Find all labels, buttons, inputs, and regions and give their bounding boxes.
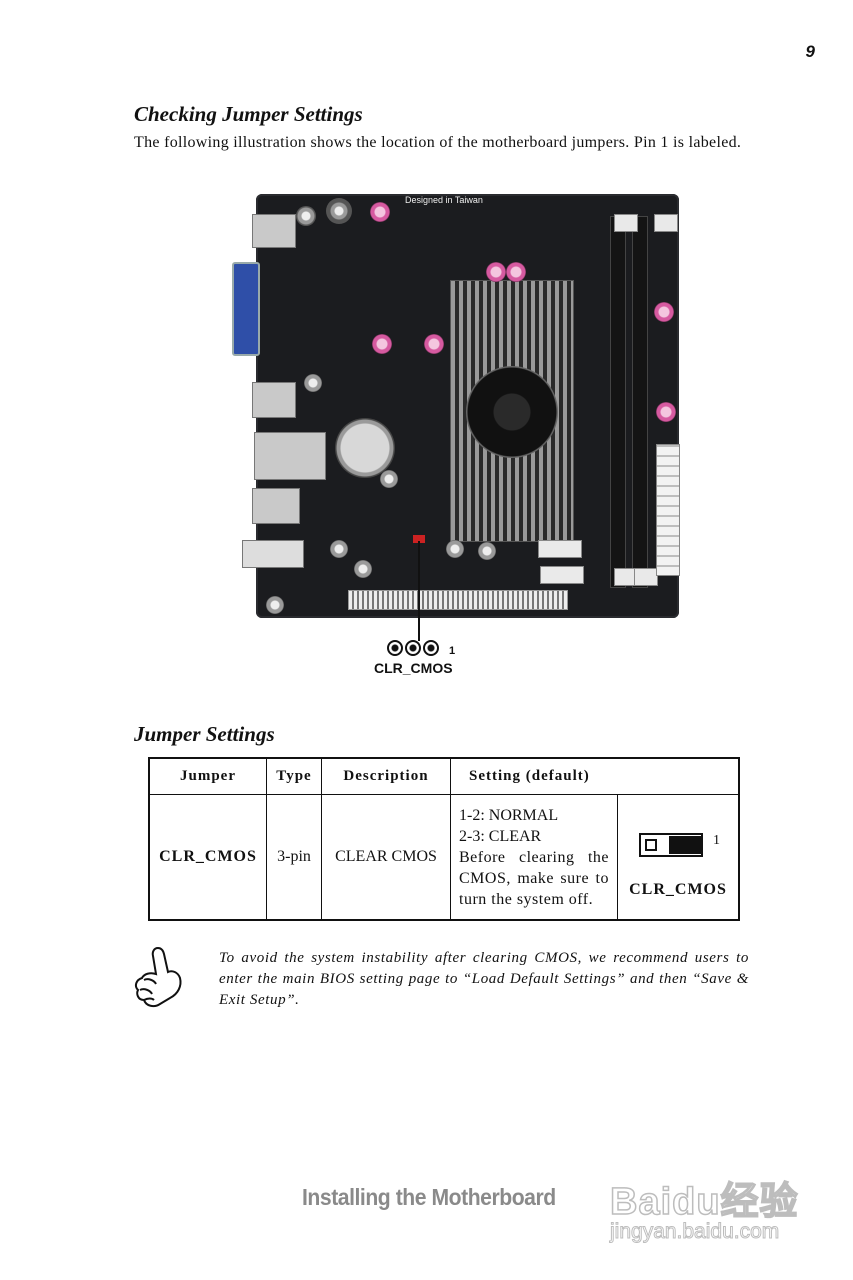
table-row: CLR_CMOS 3-pin CLEAR CMOS 1-2: NORMAL 2-… [148, 794, 740, 921]
sata-port-1 [538, 540, 582, 558]
usb-port-top [252, 214, 296, 248]
jumper-settings-table: Jumper Type Description Setting (default… [148, 757, 740, 921]
capacitor [370, 202, 390, 222]
cell-description: CLEAR CMOS [321, 794, 451, 921]
capacitor [326, 198, 352, 224]
pin-1 [423, 640, 439, 656]
capacitor [424, 334, 444, 354]
audio-jacks [242, 540, 304, 568]
pin-2 [405, 640, 421, 656]
pin-1-label: 1 [449, 645, 456, 657]
capacitor [354, 560, 372, 578]
capacitor [506, 262, 526, 282]
footer-chapter-title: Installing the Motherboard [302, 1184, 556, 1210]
setting-note: Before clearing the CMOS, make sure to t… [459, 848, 609, 908]
jumper-header-outline [639, 833, 703, 857]
section-title-jumper-settings: Jumper Settings [134, 722, 275, 746]
vga-port [232, 262, 260, 356]
pci-slot [348, 590, 568, 610]
baidu-watermark-url: jingyan.baidu.com [609, 1220, 780, 1244]
capacitor [656, 402, 676, 422]
usb-port-middle [252, 382, 296, 418]
capacitor [478, 542, 496, 560]
capacitor [654, 302, 674, 322]
capacitor [372, 334, 392, 354]
cell-diagram: 1 CLR_CMOS [617, 794, 740, 921]
capacitor [446, 540, 464, 558]
setting-normal: 1-2: NORMAL [459, 806, 559, 824]
connector-caption: CLR_CMOS [374, 660, 453, 676]
jumper-diagram-icon: 1 CLR_CMOS [619, 807, 737, 907]
capacitor [266, 596, 284, 614]
clr-cmos-jumper-marker [413, 535, 425, 543]
dimm-clip [634, 568, 658, 586]
board-silkscreen-text: Designed in Taiwan [405, 195, 483, 205]
dimm-clip [654, 214, 678, 232]
header-type: Type [266, 757, 322, 795]
capacitor [380, 470, 398, 488]
capacitor [296, 206, 316, 226]
bios-warning-note: To avoid the system instability after cl… [219, 950, 749, 1008]
capacitor [486, 262, 506, 282]
header-description: Description [321, 757, 451, 795]
dimm-clip [614, 214, 638, 232]
clr-cmos-pin-header-icon [387, 640, 439, 656]
diagram-pin-1-label: 1 [713, 833, 720, 848]
cell-jumper: CLR_CMOS [148, 794, 267, 921]
cpu-fan-icon [466, 366, 558, 458]
cell-type: 3-pin [266, 794, 322, 921]
intro-paragraph: The following illustration shows the loc… [134, 134, 742, 151]
pin-3 [387, 640, 403, 656]
jumper-cap-icon [669, 836, 701, 854]
callout-leader-line [418, 541, 420, 641]
lan-port [254, 432, 326, 480]
pointing-hand-icon [134, 946, 182, 1008]
header-setting: Setting (default) [450, 757, 740, 795]
pin-3-square [645, 839, 657, 851]
setting-clear: 2-3: CLEAR [459, 827, 542, 845]
header-jumper: Jumper [148, 757, 267, 795]
dimm-slot-1 [610, 216, 626, 588]
sata-port-2 [540, 566, 584, 584]
baidu-watermark: Baidu经验 [609, 1180, 799, 1224]
capacitor [304, 374, 322, 392]
dimm-slot-2 [632, 216, 648, 588]
capacitor [330, 540, 348, 558]
section-title-checking-jumpers: Checking Jumper Settings [134, 102, 363, 126]
cell-setting: 1-2: NORMAL 2-3: CLEAR Before clearing t… [450, 794, 618, 921]
table-header-row: Jumper Type Description Setting (default… [148, 757, 740, 795]
cmos-battery-icon [335, 418, 395, 478]
page-number: 9 [805, 42, 815, 61]
atx-power-connector [656, 444, 680, 576]
usb-port-bottom [252, 488, 300, 524]
diagram-label: CLR_CMOS [629, 881, 727, 898]
